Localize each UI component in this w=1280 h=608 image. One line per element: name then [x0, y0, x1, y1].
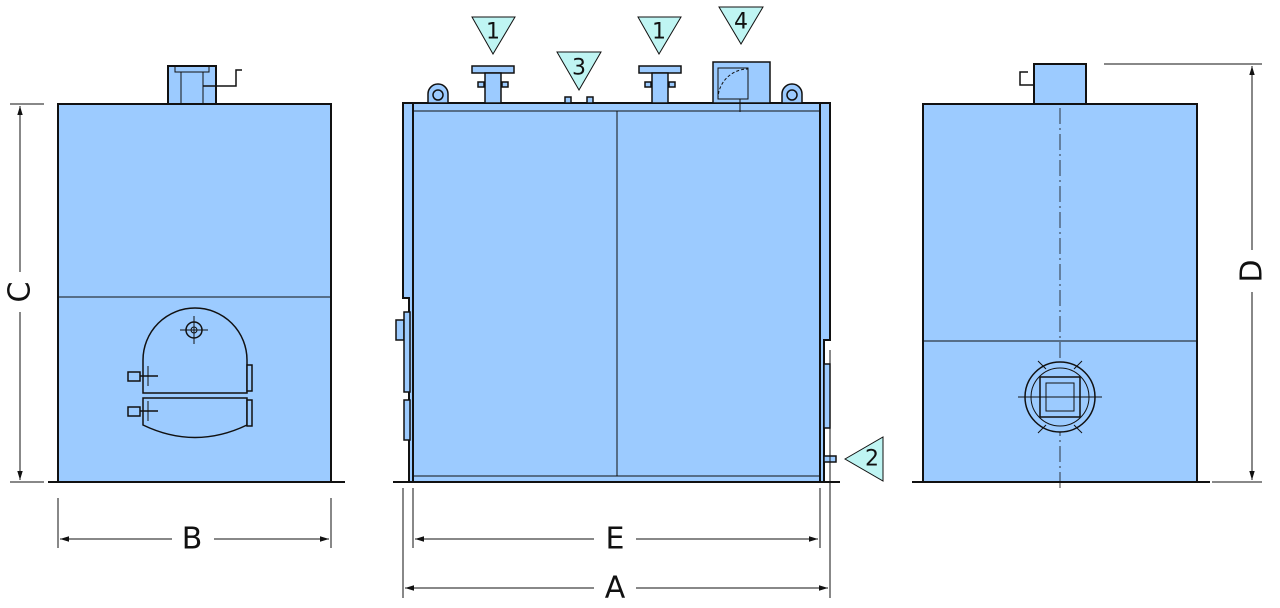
marker-3-label: 3: [572, 56, 586, 81]
dimension-e: E: [412, 488, 821, 557]
marker-1-right: 1: [637, 16, 682, 55]
dimension-b-label: B: [182, 522, 203, 557]
dimension-c: C: [3, 103, 44, 483]
dimension-c-label: C: [3, 282, 38, 303]
dimension-e-label: E: [606, 522, 625, 557]
front-view: [48, 65, 345, 483]
marker-1-left: 1: [471, 16, 516, 55]
dimension-a: A: [402, 350, 831, 606]
rear-view: [912, 63, 1210, 492]
dimension-b: B: [57, 498, 332, 557]
dimension-d-label: D: [1235, 259, 1270, 282]
side-view: [393, 61, 840, 483]
dimension-a-label: A: [605, 571, 626, 606]
marker-4-label: 4: [734, 10, 748, 35]
marker-1-right-label: 1: [652, 20, 666, 45]
marker-2: 2: [844, 436, 884, 482]
marker-3: 3: [556, 51, 602, 91]
marker-4: 4: [718, 6, 764, 45]
marker-2-label: 2: [865, 447, 879, 472]
dimension-d: D: [1104, 63, 1270, 483]
marker-1-left-label: 1: [486, 20, 500, 45]
